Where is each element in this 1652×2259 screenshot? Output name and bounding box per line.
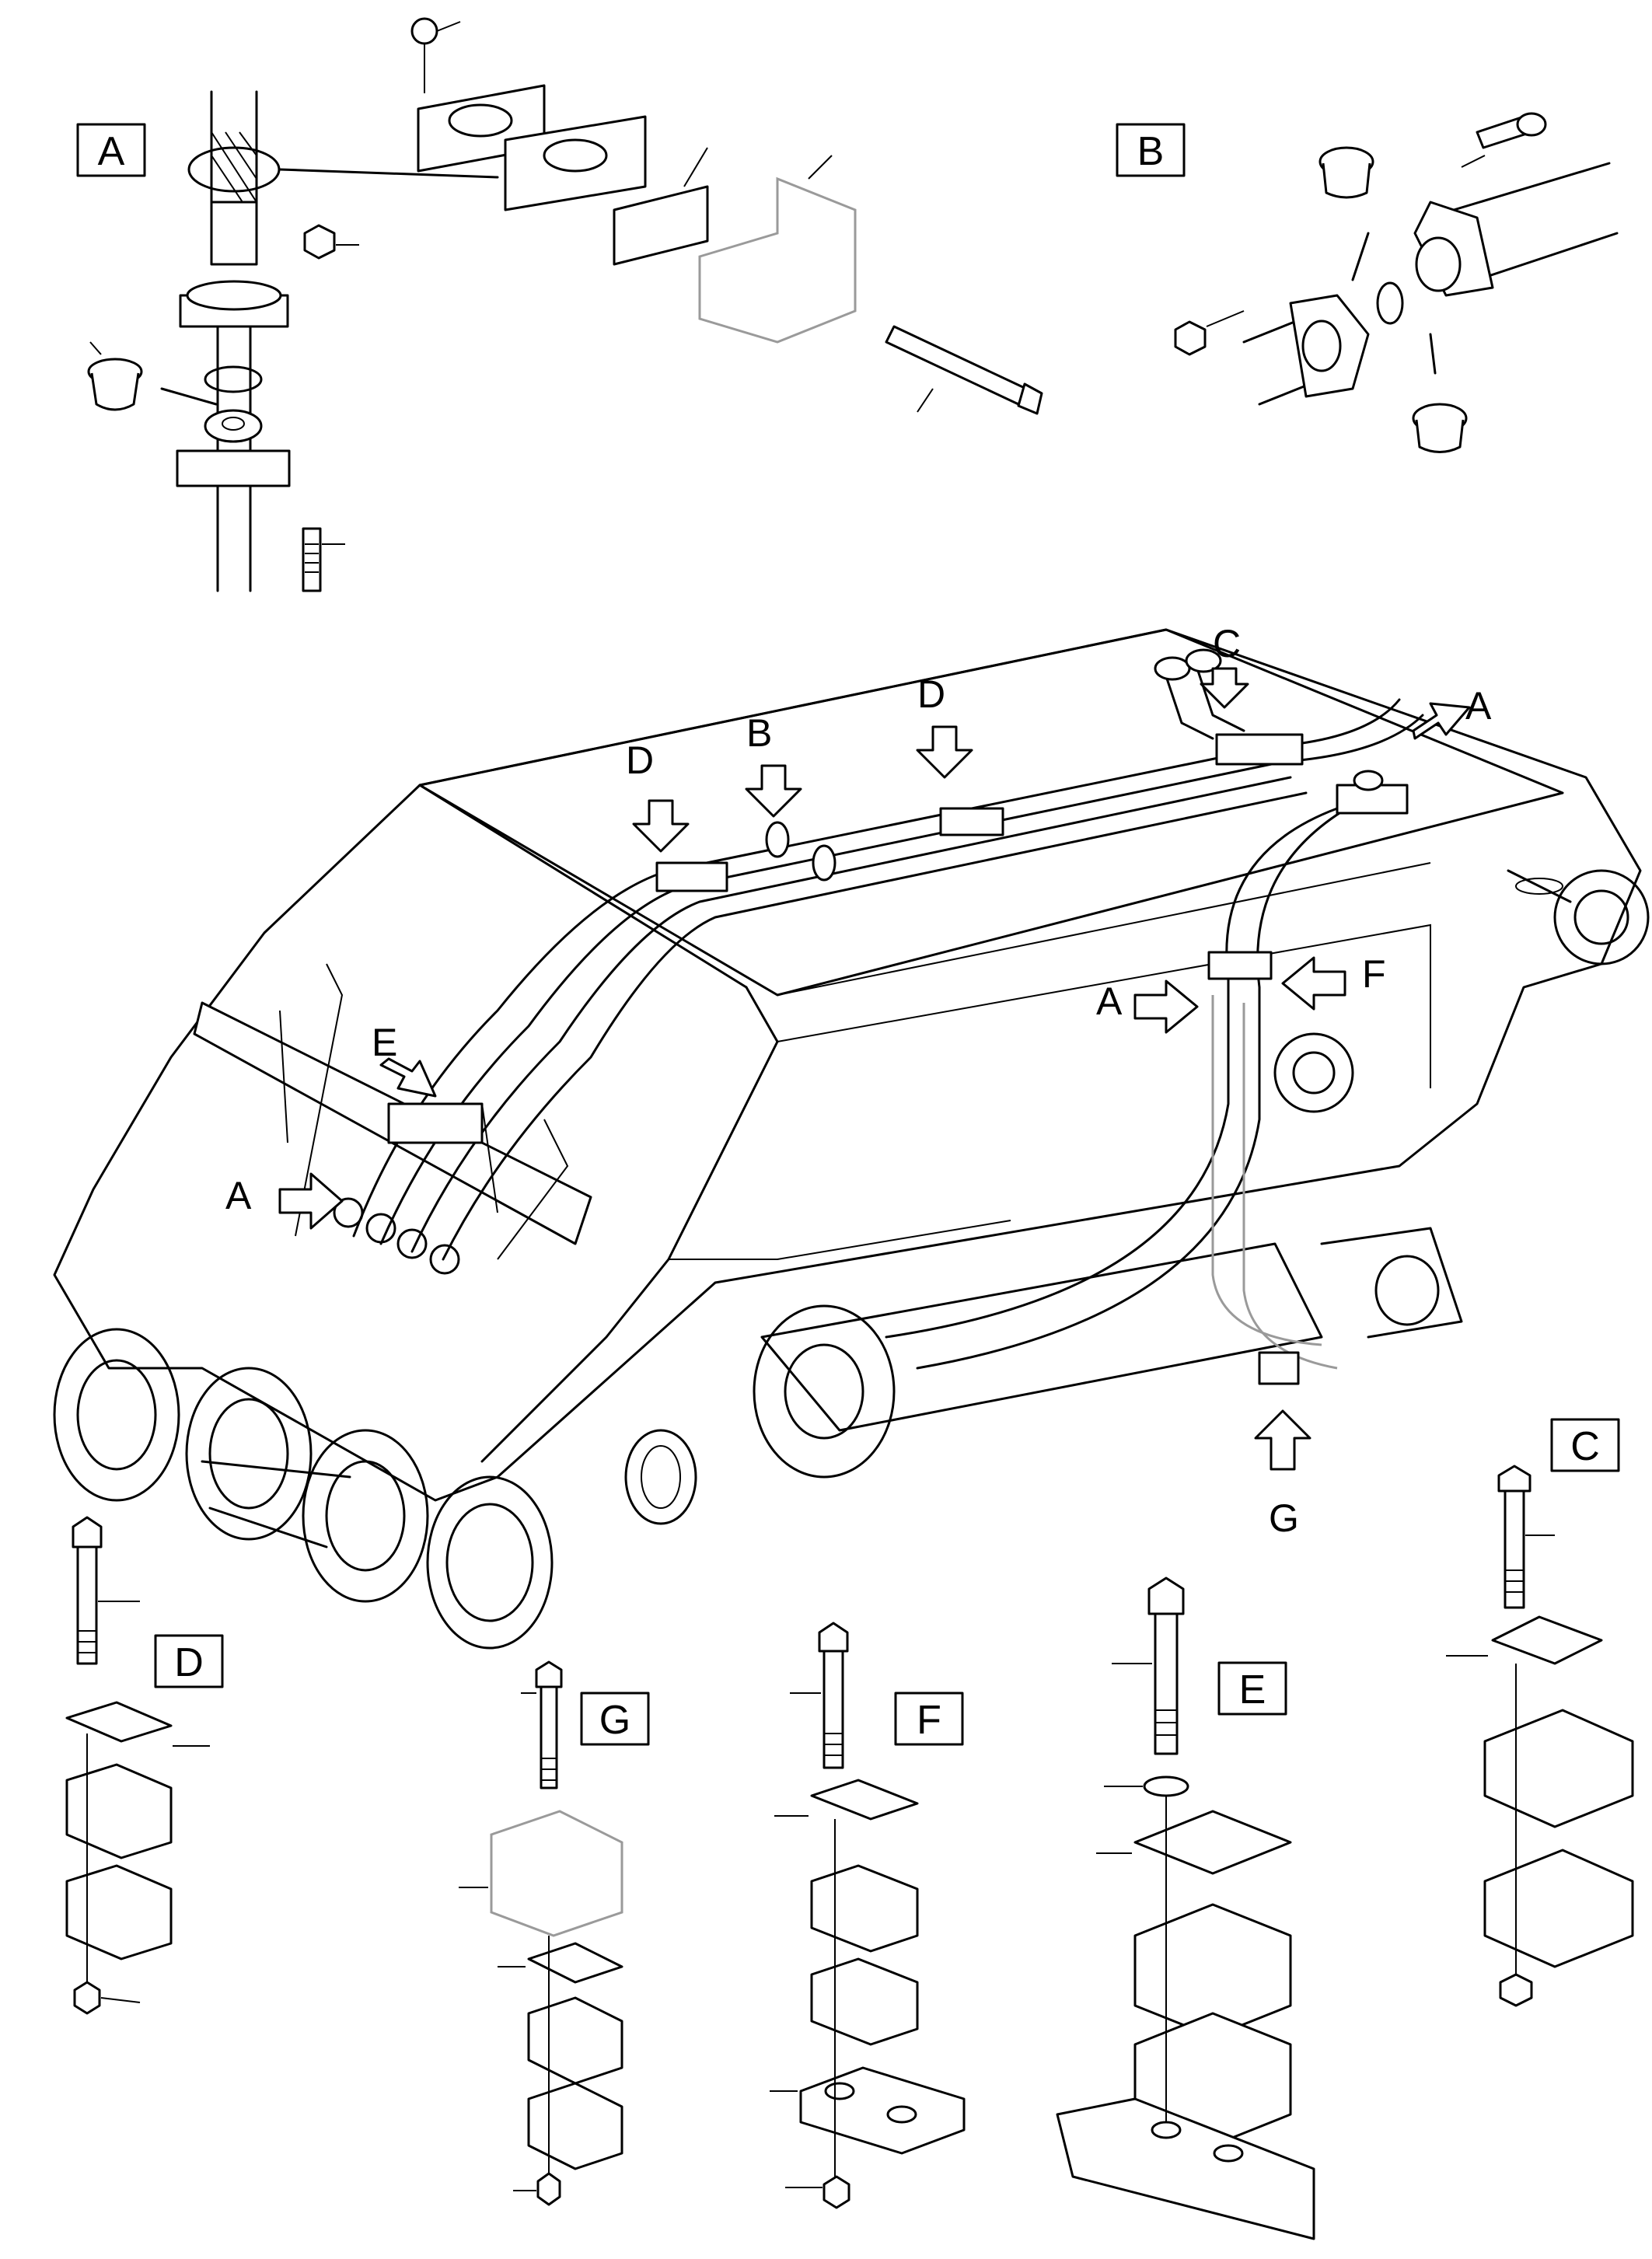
detail-g-label-box bbox=[580, 1692, 650, 1746]
hose-routing bbox=[352, 648, 1424, 1385]
detail-g-bracket-clamp: G bbox=[459, 1660, 650, 2206]
detail-a-label-box bbox=[76, 123, 146, 177]
detail-f-label-box bbox=[894, 1692, 964, 1746]
callout-a-top: A bbox=[1465, 684, 1492, 728]
detail-c-label-box bbox=[1550, 1418, 1620, 1472]
detail-c-label: C bbox=[1570, 1424, 1600, 1469]
detail-g-label: G bbox=[599, 1698, 630, 1743]
callout-b-mid: B bbox=[746, 711, 772, 755]
detail-d-label: D bbox=[174, 1640, 204, 1685]
callout-labels: C A D B D E A A F G bbox=[225, 622, 1492, 1540]
callout-c-top: C bbox=[1213, 622, 1241, 665]
callout-g: G bbox=[1269, 1496, 1299, 1540]
detail-a-hose-fitting: A bbox=[76, 17, 1043, 592]
boom-assembly bbox=[53, 628, 1650, 1650]
detail-e-label-box bbox=[1217, 1661, 1287, 1716]
detail-c-clamp-stack: C bbox=[1446, 1418, 1634, 2007]
detail-f-label: F bbox=[917, 1698, 941, 1743]
detail-f-clamp-stack: F bbox=[770, 1622, 966, 2209]
callout-e: E bbox=[372, 1021, 397, 1064]
callout-d-mid: D bbox=[917, 672, 945, 716]
detail-b-label-box bbox=[1116, 123, 1186, 177]
detail-b-label: B bbox=[1137, 129, 1165, 174]
callout-f: F bbox=[1362, 952, 1386, 996]
detail-e-clamp-stack: E bbox=[1056, 1576, 1315, 2240]
detail-d-label-box bbox=[154, 1634, 224, 1688]
callout-arrows bbox=[278, 667, 1471, 1471]
callout-a-right: A bbox=[1096, 979, 1123, 1023]
detail-a-label: A bbox=[98, 129, 125, 174]
callout-d-left: D bbox=[626, 738, 654, 782]
detail-e-label: E bbox=[1239, 1667, 1266, 1713]
detail-b-split-flange: B bbox=[1116, 112, 1619, 453]
callout-a-left: A bbox=[225, 1174, 252, 1217]
detail-d-clamp-stack: D bbox=[65, 1516, 224, 2015]
